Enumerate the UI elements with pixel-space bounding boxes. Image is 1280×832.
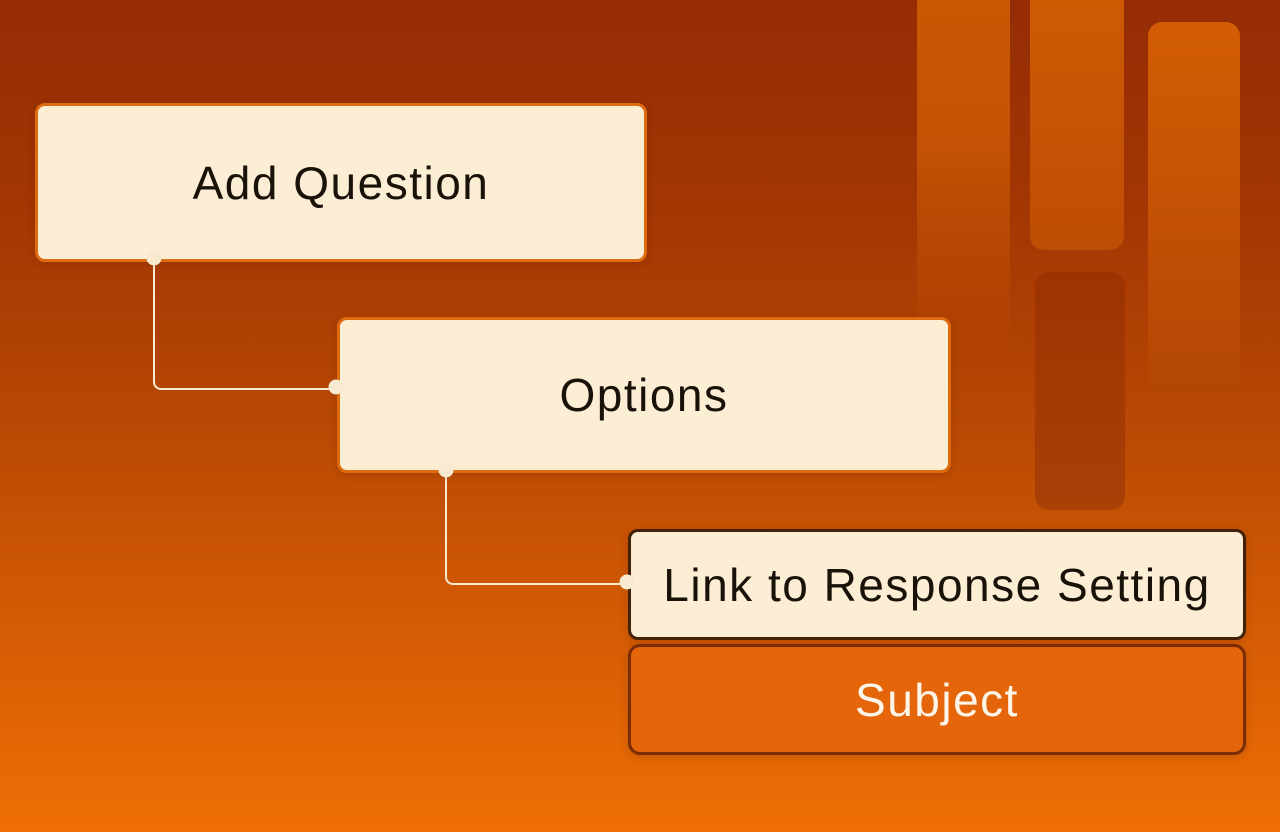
connector-options-to-link <box>445 470 630 585</box>
node-add-question-label: Add Question <box>192 156 490 209</box>
background-bar-2 <box>1030 0 1124 250</box>
connector-dot-add-question <box>146 250 162 266</box>
background-bar-4 <box>1148 22 1240 395</box>
background-bar-1 <box>917 0 1010 354</box>
connector-add-question-to-options <box>153 258 337 390</box>
connector-dot-link-in <box>619 574 635 590</box>
node-subject-label: Subject <box>855 673 1019 726</box>
node-subject[interactable]: Subject <box>628 644 1246 755</box>
node-add-question[interactable]: Add Question <box>35 103 647 262</box>
connector-dot-options-out <box>438 462 454 478</box>
node-link-to-response-setting[interactable]: Link to Response Setting <box>628 529 1246 640</box>
node-options-label: Options <box>559 369 729 421</box>
connector-dot-options-in <box>328 379 344 395</box>
node-link-to-response-setting-label: Link to Response Setting <box>663 558 1211 611</box>
background-bar-3 <box>1035 272 1125 510</box>
node-options[interactable]: Options <box>337 317 951 473</box>
